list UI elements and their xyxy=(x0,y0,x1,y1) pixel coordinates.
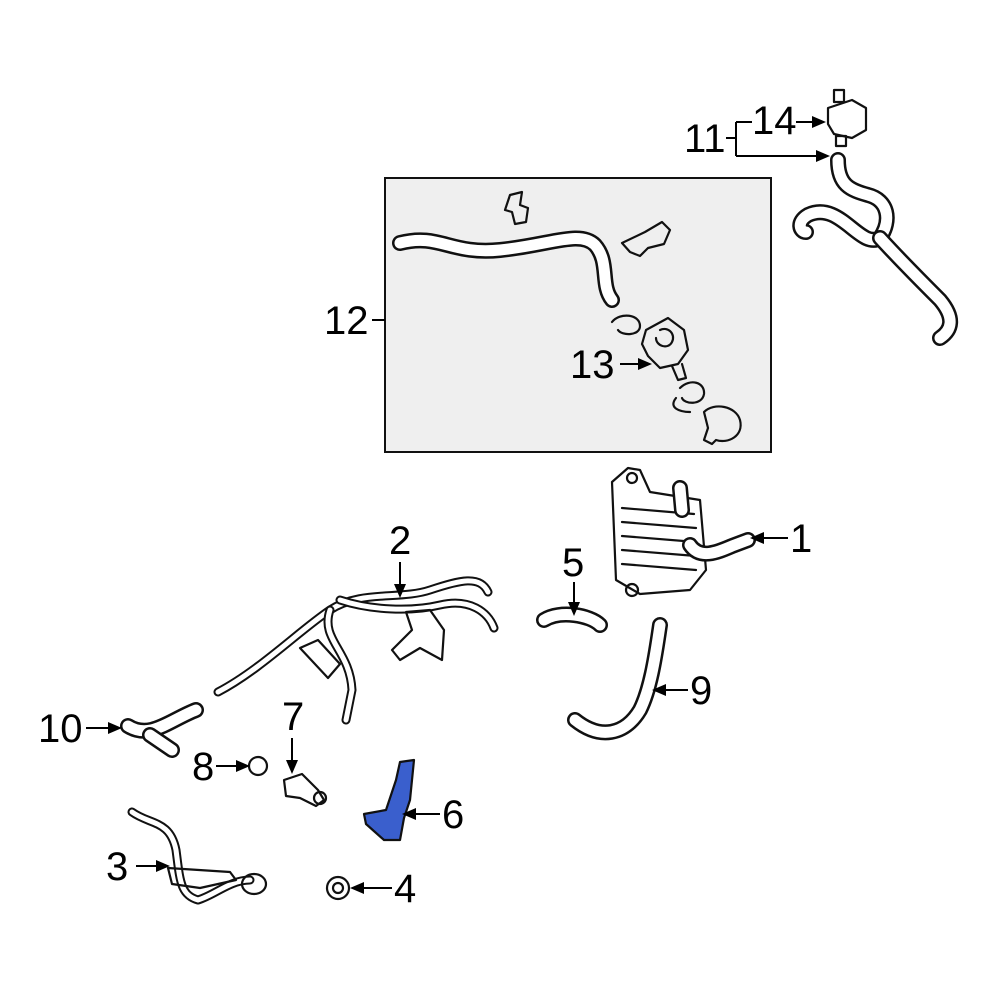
part-1-oil-cooler xyxy=(610,466,756,598)
callout-13: 13 xyxy=(570,343,615,387)
callout-5: 5 xyxy=(562,541,584,585)
callout-2: 2 xyxy=(389,519,411,563)
part-7-connector xyxy=(282,772,328,808)
callout-9: 9 xyxy=(690,669,712,713)
callout-3: 3 xyxy=(106,845,128,889)
callout-6: 6 xyxy=(442,793,464,837)
callout-7: 7 xyxy=(282,695,304,739)
part-11-hose xyxy=(792,152,959,346)
part-6-hose-highlighted xyxy=(362,758,416,842)
callout-8: 8 xyxy=(192,745,214,789)
part-3-pipe xyxy=(127,807,268,905)
part-10-hose xyxy=(120,702,204,758)
part-2-pipe-assembly xyxy=(213,576,499,725)
part-9-hose xyxy=(567,617,668,741)
callout-11: 11 xyxy=(684,117,726,161)
inset-box-12 xyxy=(384,177,772,453)
callout-labels: 1 2 3 4 5 6 7 8 9 10 11 12 13 14 xyxy=(38,99,812,911)
part-8-plug xyxy=(247,755,269,777)
part-14-valve xyxy=(826,88,868,148)
callout-4: 4 xyxy=(394,867,416,911)
callout-10: 10 xyxy=(38,707,83,751)
part-4-washer xyxy=(325,875,351,901)
callout-14: 14 xyxy=(752,99,797,143)
leader-lines xyxy=(86,116,830,894)
callout-1: 1 xyxy=(790,517,812,561)
callout-12: 12 xyxy=(324,299,369,343)
part-5-hose xyxy=(536,606,608,633)
